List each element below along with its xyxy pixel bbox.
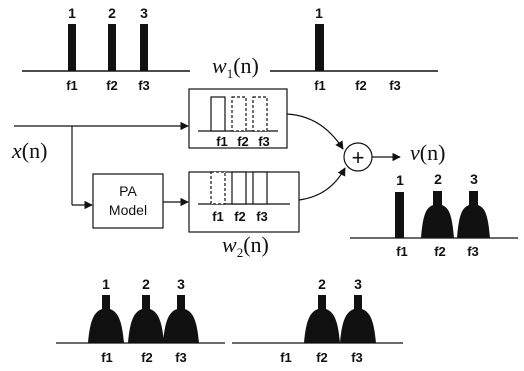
pa-output-f3-label: f3 xyxy=(175,350,187,365)
lower-to-adder-arrow xyxy=(298,167,346,201)
lower-filter-f3-label: f3 xyxy=(256,209,268,224)
w1-argument: (n) xyxy=(233,53,259,78)
w1-f2-label: f2 xyxy=(355,78,367,93)
output-bump-3 xyxy=(457,191,490,238)
lower-filter-passband-f3 xyxy=(252,171,268,205)
w1-f1-label: f1 xyxy=(314,78,326,93)
lower-filter-f1-label: f1 xyxy=(212,209,224,224)
output-f3-label: f3 xyxy=(467,244,479,259)
upper-to-adder-arrow xyxy=(286,113,344,150)
upper-filter-f1-label: f1 xyxy=(216,134,228,149)
input-f1-label: f1 xyxy=(66,78,78,93)
output-channel-1-label: 1 xyxy=(396,172,404,188)
w2-output-bump-2 xyxy=(304,295,340,343)
pa-model-block xyxy=(92,173,164,229)
lower-filter-f2-label: f2 xyxy=(234,209,246,224)
w2-output-channel-2-label: 2 xyxy=(318,276,326,292)
upper-filter-f3-label: f3 xyxy=(258,134,270,149)
pa-output-bump-1 xyxy=(88,295,124,343)
input-bar-2 xyxy=(108,24,116,71)
upper-filter-stopband-f3 xyxy=(252,96,268,132)
x-symbol: x xyxy=(11,138,22,163)
input-channel-2-label: 2 xyxy=(108,5,116,21)
output-channel-3-label: 3 xyxy=(470,171,478,187)
input-signal-label: x(n) xyxy=(11,138,47,163)
x-argument: (n) xyxy=(22,138,48,163)
w2-output-channel-3-label: 3 xyxy=(354,276,362,292)
w1-subscript: 1 xyxy=(227,66,234,81)
pa-output-channel-1-label: 1 xyxy=(102,276,110,292)
w1-f3-label: f3 xyxy=(389,78,401,93)
output-f2-label: f2 xyxy=(434,244,446,259)
w2-output-f3-label: f3 xyxy=(351,350,363,365)
input-bar-3 xyxy=(140,24,148,71)
pa-output-channel-3-label: 3 xyxy=(177,276,185,292)
v-argument: (n) xyxy=(420,140,446,165)
input-channel-1-label: 1 xyxy=(68,5,76,21)
pa-output-channel-2-label: 2 xyxy=(142,276,150,292)
pa-output-bump-3 xyxy=(163,295,199,343)
w2-argument: (n) xyxy=(243,232,269,257)
pa-output-spectrum: 1 2 3 f1 f2 f3 xyxy=(56,276,225,365)
lower-filter-stopband-f1 xyxy=(210,171,226,205)
input-channel-3-label: 3 xyxy=(140,5,148,21)
pa-output-bump-2 xyxy=(128,295,164,343)
adder-plus-sign: + xyxy=(352,145,365,170)
output-bar-1 xyxy=(395,192,404,238)
output-signal-label: v(n) xyxy=(410,140,445,165)
w1-channel-1-label: 1 xyxy=(315,5,323,21)
w2-output-bump-3 xyxy=(340,295,376,343)
w1-bar-1 xyxy=(315,24,324,71)
pa-model-label-line2: Model xyxy=(109,202,147,218)
input-f2-label: f2 xyxy=(106,78,118,93)
v-symbol: v xyxy=(410,140,420,165)
input-bar-1 xyxy=(68,24,76,71)
w2-label: w2(n) xyxy=(222,232,269,260)
w1-label: w1(n) xyxy=(212,53,259,81)
w2-output-f1-label: f1 xyxy=(280,350,292,365)
lower-filter-block: f1 f2 f3 w2(n) xyxy=(188,171,300,260)
pa-output-f2-label: f2 xyxy=(141,350,153,365)
output-spectrum: 1 2 3 f1 f2 f3 xyxy=(350,171,518,259)
w2-symbol: w xyxy=(222,232,237,257)
pa-model-label-line1: PA xyxy=(119,183,137,199)
w2-output-f2-label: f2 xyxy=(316,350,328,365)
upper-filter-stopband-f2 xyxy=(231,96,247,132)
pa-output-f1-label: f1 xyxy=(101,350,113,365)
w2-subscript: 2 xyxy=(237,245,244,260)
output-bump-2 xyxy=(421,191,454,238)
input-f3-label: f3 xyxy=(138,78,150,93)
upper-filter-block: f1 f2 f3 xyxy=(188,88,288,149)
w1-symbol: w xyxy=(212,53,227,78)
lower-filter-passband-f2 xyxy=(231,171,247,205)
output-f1-label: f1 xyxy=(396,244,408,259)
output-channel-2-label: 2 xyxy=(434,171,442,187)
w2-output-spectrum: 2 3 f1 f2 f3 xyxy=(232,276,403,365)
upper-filter-f2-label: f2 xyxy=(237,134,249,149)
input-spectrum: 1 2 3 f1 f2 f3 xyxy=(22,5,190,93)
w1-spectrum: w1(n) 1 f1 f2 f3 xyxy=(212,5,438,93)
upper-filter-passband-f1 xyxy=(210,96,226,132)
